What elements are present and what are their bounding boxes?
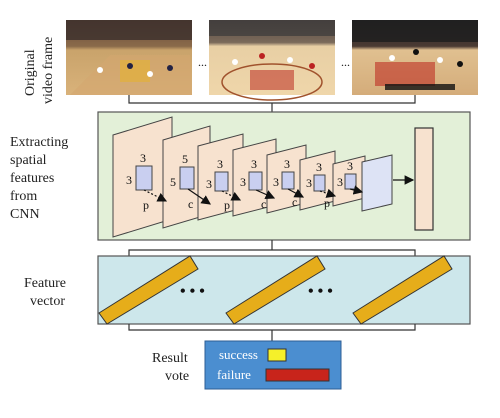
arrow-conv-3	[287, 188, 305, 198]
kernel-3-width: 3	[206, 177, 212, 191]
feature-vector-bar-3	[352, 255, 453, 325]
feature-dots-2: • • •	[308, 283, 333, 300]
success-swatch	[267, 348, 287, 362]
op-conv-3: c	[292, 195, 297, 209]
failure-label: failure	[217, 367, 251, 382]
feature-label-line2: vector	[30, 294, 65, 309]
frames-ellipsis-2: ...	[341, 55, 350, 69]
fc-layer	[361, 154, 393, 212]
arrow-conv-2	[255, 189, 276, 199]
arrow-pool-3	[319, 188, 337, 198]
kernel-6-width: 3	[306, 176, 312, 190]
op-conv-2: c	[261, 197, 266, 211]
bracket-frames-to-cnn	[128, 95, 416, 112]
cnn-label-line2: spatial	[10, 153, 47, 168]
arrow-pool-2	[221, 190, 242, 201]
cnn-label-line1: Extracting	[10, 135, 68, 150]
result-label-line1: Result	[152, 351, 188, 366]
kernel-6-height: 3	[316, 160, 322, 174]
op-pool-2: p	[224, 198, 230, 212]
kernel-3-height: 3	[217, 157, 223, 171]
feature-vector-bar-2	[225, 255, 326, 325]
kernel-7	[344, 173, 357, 190]
bracket-cnn-to-feature	[128, 240, 416, 256]
failure-swatch	[265, 368, 330, 382]
bracket-feature-to-vote	[128, 324, 416, 341]
op-pool-1: p	[143, 198, 149, 212]
video-frame-2	[209, 20, 335, 101]
kernel-5	[281, 171, 295, 190]
op-pool-3: p	[324, 196, 330, 210]
kernel-7-width: 3	[337, 175, 343, 189]
kernel-1-height: 3	[140, 151, 146, 165]
kernel-3	[214, 171, 229, 192]
frames-label-line1: Original	[23, 49, 38, 96]
op-conv-1: c	[188, 197, 193, 211]
kernel-4-height: 3	[251, 157, 257, 171]
kernel-6	[313, 174, 326, 192]
kernel-2	[179, 166, 195, 190]
video-frame-3	[352, 20, 478, 95]
kernel-1-width: 3	[126, 173, 132, 187]
frames-label-line2: video frame	[41, 37, 56, 104]
cnn-label-line3: features	[10, 171, 54, 186]
cnn-label-line4: from	[10, 189, 37, 204]
arrow-conv-1	[187, 188, 211, 205]
arrow-pool-1	[143, 189, 168, 202]
feature-dots-1: • • •	[180, 283, 205, 300]
kernel-1	[135, 165, 153, 191]
kernel-5-width: 3	[273, 175, 279, 189]
success-label: success	[219, 347, 258, 362]
arrow-conv-4	[349, 185, 364, 195]
kernel-7-height: 3	[347, 159, 353, 173]
kernel-4-width: 3	[240, 175, 246, 189]
result-label-line2: vote	[165, 369, 189, 384]
cnn-label-line5: CNN	[10, 207, 40, 222]
frames-ellipsis-1: ...	[198, 55, 207, 69]
cnn-output-vector	[414, 127, 434, 231]
kernel-5-height: 3	[284, 157, 290, 171]
cnn-layer-1	[112, 116, 173, 238]
kernel-4	[248, 171, 263, 191]
kernel-2-width: 5	[170, 175, 176, 189]
kernel-2-height: 5	[182, 152, 188, 166]
feature-vector-bar-1	[98, 255, 199, 325]
feature-label-line1: Feature	[24, 276, 66, 291]
video-frame-1	[66, 20, 192, 95]
